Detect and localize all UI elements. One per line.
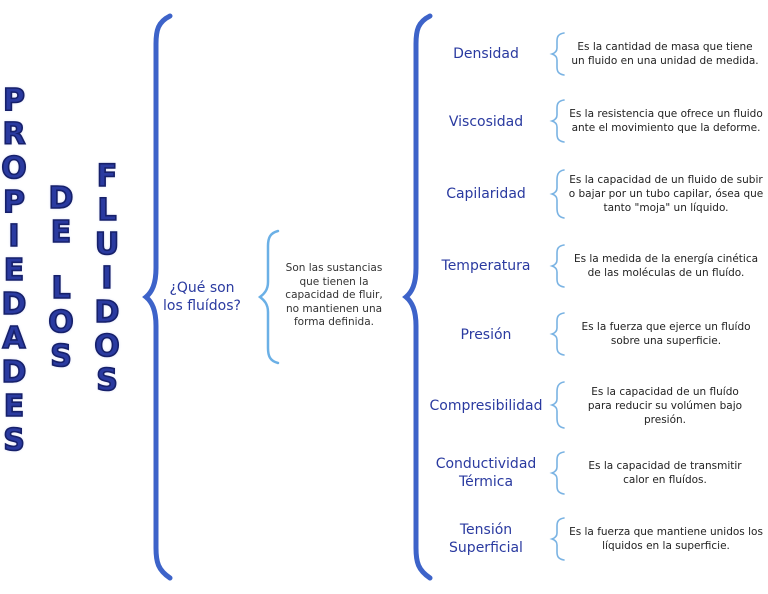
- title-letter: S: [2, 423, 25, 459]
- title-letter: F: [96, 159, 118, 195]
- title-line-de-los: D E L O S: [46, 181, 76, 375]
- title-letter: P: [2, 83, 26, 119]
- title-letter: E: [50, 215, 72, 251]
- title-letter: D: [94, 295, 121, 331]
- title-letter: D: [1, 287, 28, 323]
- definition-text: Son las sustancias que tienen la capacid…: [285, 262, 383, 328]
- title-letter: I: [101, 261, 114, 297]
- desc-brace-capilaridad: [549, 169, 565, 219]
- main-left-brace: [142, 13, 173, 581]
- property-term: Conductividad Térmica: [435, 456, 537, 490]
- desc-brace-viscosidad: [549, 99, 565, 143]
- title-letter: L: [51, 271, 72, 307]
- title-line-fluidos: F L U I D O S: [92, 159, 122, 399]
- property-description: Es la cantidad de masa que tiene un flui…: [571, 41, 759, 67]
- desc-brace-tension: [549, 517, 565, 561]
- property-term: Compresibilidad: [429, 398, 543, 414]
- title-letter: S: [95, 363, 118, 399]
- title-letter: E: [3, 253, 25, 289]
- title-letter: D: [1, 355, 28, 391]
- desc-brace-densidad: [549, 32, 565, 76]
- property-term: Tensión Superficial: [449, 522, 523, 556]
- property-term: Presión: [460, 327, 512, 343]
- property-description: Es la fuerza que mantiene unidos los líq…: [569, 526, 763, 552]
- property-description: Es la capacidad de transmitir calor en f…: [588, 460, 742, 486]
- title-letter: E: [3, 389, 25, 425]
- property-description: Es la resistencia que ofrece un fluido a…: [569, 108, 763, 134]
- property-term: Temperatura: [441, 258, 531, 274]
- title-letter: D: [48, 181, 75, 217]
- title-letter: L: [97, 193, 118, 229]
- question-label: ¿Qué son los fluídos?: [163, 280, 241, 314]
- desc-brace-temperatura: [549, 244, 565, 288]
- property-term: Densidad: [453, 46, 519, 62]
- property-description: Es la capacidad de un fluído para reduci…: [587, 386, 743, 426]
- title-letter: U: [94, 227, 120, 263]
- title-letter: O: [93, 329, 120, 365]
- property-term: Viscosidad: [448, 114, 524, 130]
- property-description: Es la capacidad de un fluido de subir o …: [568, 174, 764, 214]
- title-letter: O: [47, 305, 74, 341]
- title-letter: P: [2, 185, 26, 221]
- desc-brace-compresibilidad: [549, 381, 565, 429]
- title-letter: A: [2, 321, 27, 357]
- definition-brace: [257, 229, 280, 365]
- properties-brace: [402, 13, 433, 581]
- property-description: Es la medida de la energía cinética de l…: [573, 253, 759, 279]
- title-letter: I: [8, 219, 21, 255]
- title-letter: S: [49, 339, 72, 375]
- property-description: Es la fuerza que ejerce un fluído sobre …: [581, 321, 751, 347]
- title-letter: R: [2, 117, 27, 153]
- desc-brace-presion: [549, 312, 565, 356]
- property-term: Capilaridad: [446, 186, 526, 202]
- desc-brace-conductividad: [549, 451, 565, 495]
- title-letter: O: [0, 151, 27, 187]
- title-line-propiedades: P R O P I E D A D E S: [0, 83, 28, 459]
